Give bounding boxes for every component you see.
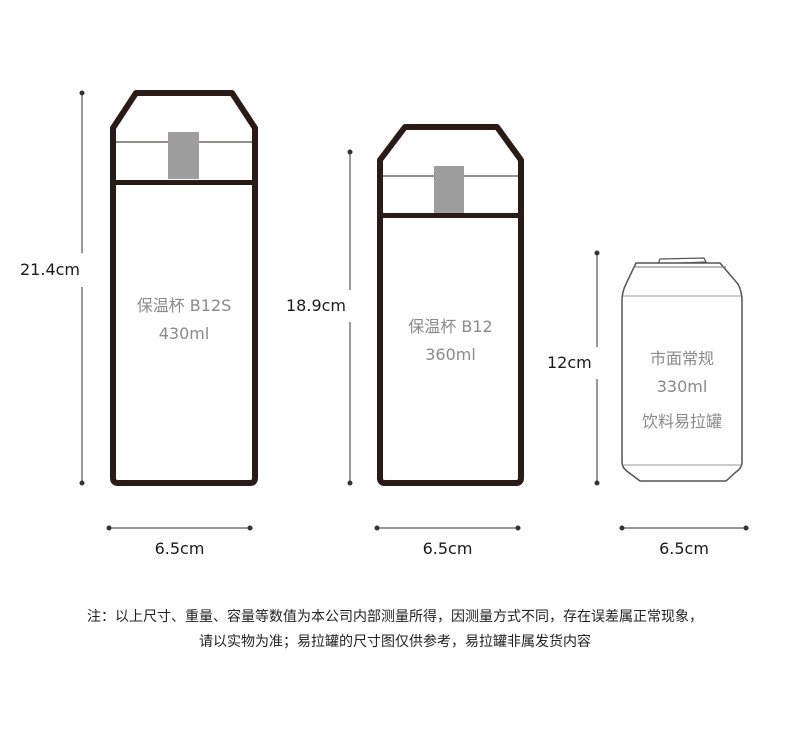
can-width-label: 6.5cm bbox=[659, 539, 709, 558]
width-dimension-lines bbox=[106, 525, 749, 531]
disclaimer-note-line1: 注：以上尺寸、重量、容量等数值为本公司内部测量所得，因测量方式不同，存在误差属正… bbox=[87, 609, 703, 625]
soda-can-drawing bbox=[621, 257, 743, 482]
height-dimension-lines bbox=[79, 90, 600, 486]
bottle-b12-capacity: 360ml bbox=[425, 345, 476, 364]
bottle-b12s-drawing bbox=[110, 90, 258, 486]
can-capacity: 330ml bbox=[656, 377, 708, 396]
bottle-b12-height-label: 18.9cm bbox=[286, 296, 347, 315]
can-name-line1: 市面常规 bbox=[649, 349, 714, 368]
bottle-b12s-lid-tab bbox=[168, 132, 199, 179]
can-height-label: 12cm bbox=[547, 353, 592, 372]
bottle-b12s-height-label: 21.4cm bbox=[20, 260, 81, 279]
bottle-b12s-capacity: 430ml bbox=[158, 324, 210, 343]
bottle-b12-width-label: 6.5cm bbox=[422, 539, 473, 558]
bottle-b12s-name: 保温杯 B12S bbox=[136, 296, 232, 315]
bottle-b12s-width-label: 6.5cm bbox=[154, 539, 205, 558]
can-name-line2: 饮料易拉罐 bbox=[641, 412, 722, 431]
bottle-b12-lid-tab bbox=[434, 166, 464, 213]
bottle-b12-drawing bbox=[377, 124, 524, 486]
disclaimer-note-line2: 请以实物为准；易拉罐的尺寸图仅供参考，易拉罐非属发货内容 bbox=[199, 634, 591, 650]
bottle-b12-name: 保温杯 B12 bbox=[408, 317, 493, 336]
